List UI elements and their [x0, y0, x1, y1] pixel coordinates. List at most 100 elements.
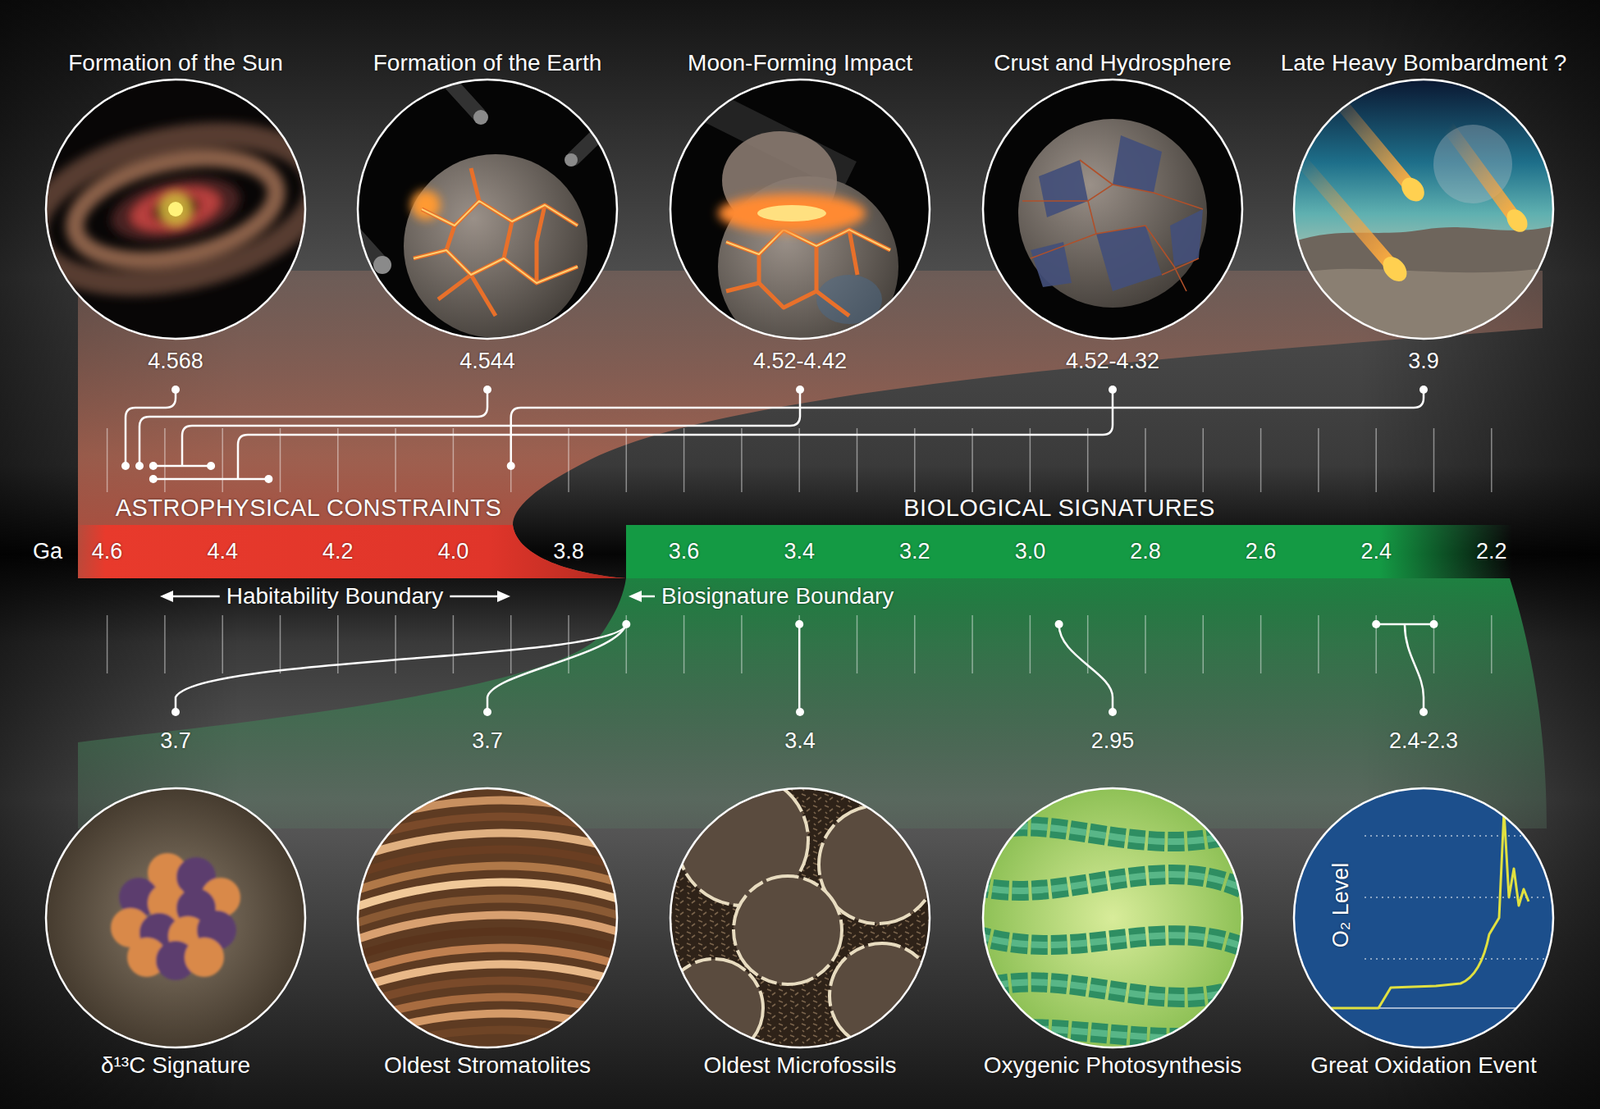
cyanobacteria-art — [973, 934, 1253, 951]
cyanobacteria-art — [973, 874, 1253, 894]
leader-dot — [1108, 385, 1117, 394]
crust-hydrosphere-art — [1170, 209, 1203, 267]
oxygen-chart-art — [1292, 786, 1555, 1050]
earth-formation-art — [421, 201, 578, 226]
axis-number: 3.8 — [553, 539, 585, 565]
moon-impact-art — [726, 283, 850, 316]
timeline-circle: Oxygenic Photosynthesis2.95 — [982, 788, 1243, 1048]
late-heavy-bombardment-art — [1378, 173, 1532, 287]
cyanobacteria-art — [982, 788, 1243, 1048]
stromatolite-art — [357, 788, 618, 1048]
crust-hydrosphere-art — [1038, 160, 1088, 218]
sun-formation-art — [127, 180, 224, 238]
crust-hydrosphere-art — [1030, 135, 1203, 292]
sun-formation-art — [20, 110, 331, 307]
event-title: Oldest Stromatolites — [384, 1052, 591, 1079]
leader-dot — [1371, 620, 1381, 629]
cyanobacteria-art — [973, 982, 1253, 998]
leader-dot — [483, 385, 492, 394]
age-label: 4.52-4.42 — [753, 348, 847, 375]
leader-dot — [171, 708, 180, 717]
late-heavy-bombardment-art — [1300, 160, 1394, 268]
moon-impact-art — [717, 176, 899, 357]
leader-line — [153, 478, 270, 481]
moon-impact-art — [717, 193, 866, 234]
leader-line — [139, 389, 488, 467]
earth-formation-art — [564, 153, 578, 167]
cyanobacteria-art — [973, 1024, 1253, 1038]
oxygen-chart-art — [1364, 958, 1547, 960]
boundary-arrow — [640, 595, 655, 599]
leader-line — [511, 389, 1424, 467]
crust-hydrosphere-art — [1022, 160, 1203, 292]
age-label: 2.4-2.3 — [1389, 728, 1459, 755]
boundary-arrow — [628, 590, 642, 603]
leader-dot — [121, 385, 1439, 717]
earth-formation-art — [421, 201, 578, 226]
axis-number: 3.2 — [899, 539, 931, 565]
leader-dot — [135, 461, 144, 471]
era-band — [626, 525, 1513, 579]
leader-dot — [795, 620, 804, 629]
carbon-isotope-art — [44, 786, 307, 1050]
axis-number: 2.6 — [1245, 539, 1277, 565]
leader-dot — [621, 620, 631, 629]
axis-title: O₂ Level — [1328, 863, 1354, 949]
crust-hydrosphere-art — [1018, 118, 1207, 308]
leader-dot — [121, 461, 130, 471]
age-label: 4.568 — [147, 348, 204, 375]
leader-line — [125, 389, 1435, 713]
carbon-isotope-art — [45, 788, 306, 1048]
moon-impact-art — [726, 229, 891, 255]
event-title: Formation of the Earth — [373, 50, 603, 77]
timeline-circle: Formation of the Sun4.568 — [45, 79, 306, 339]
axis-unit: Ga — [32, 539, 63, 565]
earth-formation-art — [438, 69, 480, 115]
leader-line — [1059, 624, 1113, 713]
late-heavy-bombardment-art — [1378, 251, 1413, 286]
leader-dot — [1055, 620, 1064, 629]
late-heavy-bombardment-art — [1292, 77, 1555, 341]
cyanobacteria-art — [973, 982, 1253, 998]
carbon-isotope-art — [44, 786, 307, 1050]
leader-line — [182, 389, 800, 467]
earth-formation-art — [473, 109, 489, 125]
boundary-arrow — [171, 595, 220, 599]
event-title: Great Oxidation Event — [1310, 1052, 1536, 1079]
leader-line — [237, 389, 1113, 480]
oxygen-chart-art — [1293, 788, 1554, 1048]
event-title: Late Heavy Bombardment ? — [1280, 50, 1568, 77]
earth-formation-art — [343, 69, 631, 341]
moon-impact-art — [670, 79, 930, 339]
sun-formation-art — [20, 110, 331, 307]
microfossil-art — [733, 876, 842, 985]
era-band — [77, 525, 627, 579]
leader-dot — [507, 461, 516, 471]
late-heavy-bombardment-art — [1502, 205, 1532, 236]
earth-formation-art — [356, 77, 619, 341]
late-heavy-bombardment-art — [1448, 127, 1516, 220]
moon-impact-art — [668, 77, 932, 357]
axis-number: 3.0 — [1014, 539, 1047, 565]
era-title: ASTROPHYSICAL CONSTRAINTS — [115, 494, 503, 522]
leader-dot — [171, 385, 180, 394]
microfossil-art — [829, 943, 935, 1049]
age-label: 2.95 — [1091, 728, 1135, 755]
earth-formation-art — [343, 69, 631, 341]
cyanobacteria-art — [973, 874, 1253, 894]
axis-tick — [107, 428, 1492, 493]
event-title: Oldest Microfossils — [704, 1052, 897, 1079]
late-heavy-bombardment-art — [1300, 94, 1516, 268]
sun-formation-art — [105, 166, 246, 252]
axis-number: 4.0 — [438, 539, 470, 565]
crust-hydrosphere-art — [982, 79, 1243, 339]
axis-number: 4.6 — [91, 539, 124, 565]
leader-line — [125, 389, 176, 467]
timeline-circle: Great Oxidation Event2.4-2.3O₂ Level — [1293, 788, 1554, 1048]
boundary-label: Biosignature Boundary — [661, 583, 894, 610]
era-band — [77, 525, 1513, 579]
age-label: 4.544 — [459, 348, 516, 375]
oxygen-chart-art — [1292, 811, 1529, 1009]
